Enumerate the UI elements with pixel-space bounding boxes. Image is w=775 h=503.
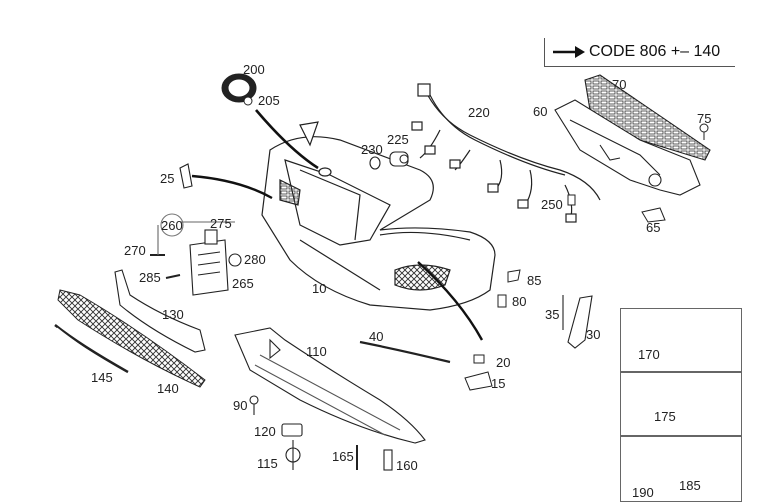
inset-frame-175: [620, 372, 742, 436]
bolt-75: [699, 123, 709, 140]
part-label-35: 35: [545, 307, 560, 322]
legend-text: CODE 806 +– 140: [589, 43, 721, 60]
wiring-harness: [411, 83, 601, 223]
part-label-25: 25: [160, 171, 175, 186]
part-label-15: 15: [491, 376, 506, 391]
inset-frame-185: [620, 436, 742, 502]
part-label-220: 220: [468, 105, 490, 120]
part-label-275: 275: [210, 216, 232, 231]
hardware-bottom: [249, 395, 393, 471]
part-label-230: 230: [361, 142, 383, 157]
part-label-85: 85: [527, 273, 542, 288]
clip-20: [473, 354, 485, 364]
emblem-star: [221, 73, 257, 106]
part-label-285: 285: [139, 270, 161, 285]
clip-250: [567, 194, 576, 206]
part-label-205: 205: [258, 93, 280, 108]
part-label-110: 110: [306, 344, 327, 359]
part-label-190: 190: [632, 485, 654, 500]
part-label-80: 80: [512, 294, 527, 309]
part-label-90: 90: [233, 398, 248, 413]
part-label-260: 260: [161, 218, 183, 233]
part-label-140: 140: [157, 381, 179, 396]
bracket-30: [562, 295, 593, 349]
cable-40: [359, 340, 451, 364]
bumper-bracket: [554, 74, 711, 196]
part-label-270: 270: [124, 243, 146, 258]
fasteners-80-85: [497, 269, 521, 308]
license-plate-mount: [150, 213, 242, 296]
leader-25: [191, 174, 273, 200]
part-label-280: 280: [244, 252, 266, 267]
inset-frame-170: [620, 308, 742, 372]
part-label-70: 70: [612, 77, 627, 92]
part-label-115: 115: [257, 456, 278, 471]
part-label-225: 225: [387, 132, 409, 147]
part-label-75: 75: [697, 111, 712, 126]
part-label-185: 185: [679, 478, 701, 493]
underbody-panel: [234, 327, 426, 444]
part-label-120: 120: [254, 424, 276, 439]
part-label-160: 160: [396, 458, 418, 473]
parking-sensors: [369, 151, 409, 170]
cap-65: [641, 207, 666, 223]
part-label-65: 65: [646, 220, 661, 235]
part-label-250: 250: [541, 197, 563, 212]
leader-15: [417, 261, 484, 341]
part-label-130: 130: [162, 307, 184, 322]
part-label-60: 60: [533, 104, 548, 119]
bracket-130: [114, 269, 206, 353]
part-label-145: 145: [91, 370, 113, 385]
bumper-cover: [261, 121, 496, 311]
arrow-right-icon: [553, 46, 585, 58]
part-label-10: 10: [312, 281, 327, 296]
part-label-265: 265: [232, 276, 254, 291]
part-label-40: 40: [369, 329, 384, 344]
part-label-30: 30: [586, 327, 601, 342]
part-label-20: 20: [496, 355, 511, 370]
part-label-170: 170: [638, 347, 660, 362]
cover-15: [464, 371, 493, 391]
code-legend: CODE 806 +– 140: [544, 38, 735, 67]
leader-200: [255, 109, 319, 170]
part-label-175: 175: [654, 409, 676, 424]
part-label-165: 165: [332, 449, 354, 464]
bracket-25: [179, 163, 193, 189]
lower-grille: [54, 289, 206, 388]
part-label-200: 200: [243, 62, 265, 77]
